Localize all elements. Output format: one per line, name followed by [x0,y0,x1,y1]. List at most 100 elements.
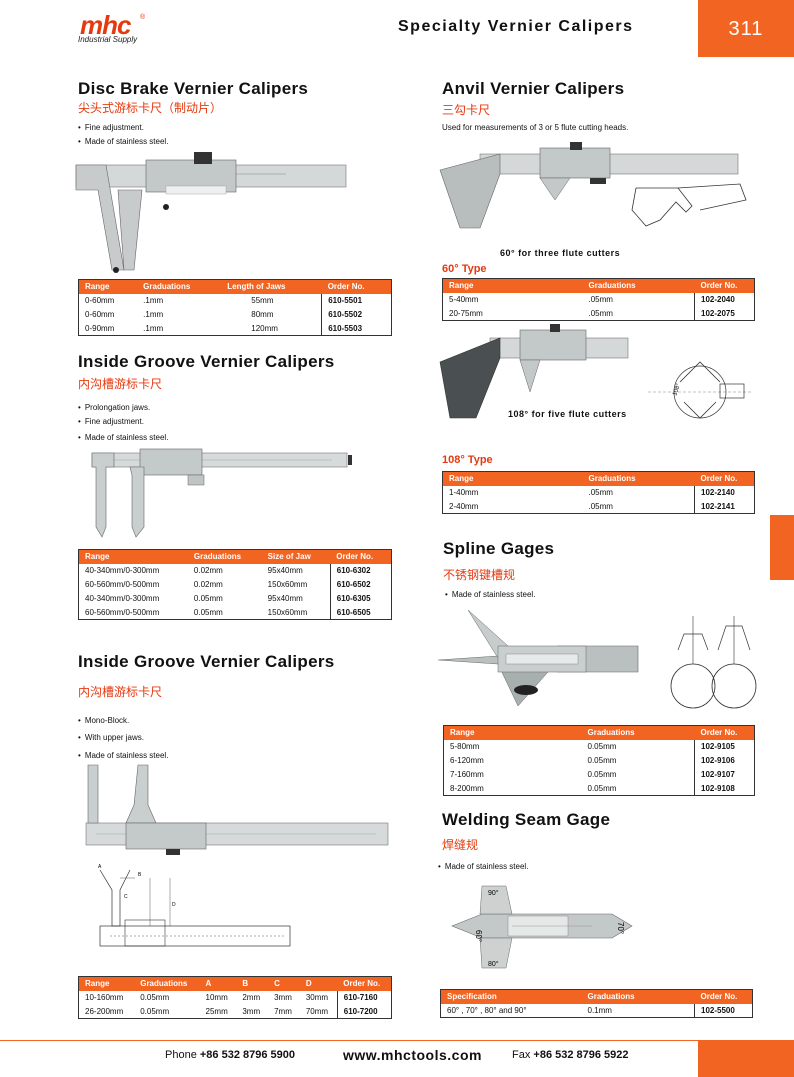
cell-b: 2mm [242,993,261,1002]
brand-logo: mhc [80,10,131,40]
welding-bullet: Made of stainless steel. [438,862,529,871]
column-header: Graduations [134,976,200,991]
anvil-60-caliper-illustration [439,142,747,229]
cell-order-no: 102-5500 [694,1003,753,1018]
page-number: 311 [728,18,764,40]
cell-graduation: .1mm [143,323,164,333]
disc-brake-spec-table: Range Graduations Length of Jaws Order N… [78,279,392,336]
cell-graduation: 0.05mm [193,607,223,617]
fax-number: +86 532 8796 5922 [533,1049,629,1061]
footer-phone: Phone +86 532 8796 5900 [165,1049,295,1061]
disc-brake-caliper-illustration [75,152,347,273]
anvil-108-spec-table: Range Graduations Order No. 1-40mm .05mm… [442,471,755,514]
cell-graduation: .05mm [588,501,613,511]
cell-jaw-length: 80mm [251,310,274,319]
cell-graduation: 0.1mm [587,1005,612,1015]
table-row: 60-560mm/0-500mm 0.02mm 150x60mm 610-650… [79,577,392,592]
footer-divider [0,1040,700,1041]
cell-order-no: 102-9105 [694,739,755,754]
cell-range: 10-160mm [85,993,124,1002]
cell-graduation: .1mm [143,310,164,319]
cell-range: 2-40mm [449,501,479,511]
cell-range: 60-560mm/0-500mm [85,607,160,617]
table-row: 26-200mm 0.05mm 25mm 3mm 7mm 70mm 610-72… [79,1004,392,1019]
brand-subtitle: Industrial Supply [78,35,138,44]
table-row: 5-80mm 0.05mm 102-9105 [444,739,755,754]
cell-graduation: .05mm [588,295,613,304]
inside-groove-2-bullet: Mono-Block. [78,716,129,725]
gauge-label-70: 70° [616,922,625,934]
cell-order-no: 102-2040 [694,292,755,307]
inside-groove-spec-table: Range Graduations Size of Jaw Order No. … [78,549,392,620]
cell-order-no: 102-2141 [694,499,755,514]
table-row: 20-75mm .05mm 102-2075 [443,306,755,321]
column-header: Range [78,976,135,991]
disc-brake-title-cn: 尖头式游标卡尺（制动片） [78,101,223,115]
cell-order-no: 102-2075 [694,306,755,321]
cell-jaw-size: 150x60mm [267,607,308,617]
inside-groove-bullet: Prolongation jaws. [78,403,150,412]
anvil-60-spec-table: Range Graduations Order No. 5-40mm .05mm… [442,278,755,321]
table-row: 6-120mm 0.05mm 102-9106 [444,753,755,768]
cell-graduation: 0.05mm [140,1006,170,1016]
cell-range: 40-340mm/0-300mm [85,566,160,575]
registered-mark: ® [140,14,146,21]
anvil-108-caliper-illustration: 108° [439,324,752,419]
column-header: C [268,976,300,991]
column-header: Order No. [337,976,392,991]
cell-order-no: 610-7200 [336,1004,392,1019]
gauge-label-80: 80° [488,960,499,968]
cell-graduation: 0.02mm [193,566,223,575]
column-header: Order No. [321,279,392,294]
cell-jaw-size: 150x60mm [267,580,308,589]
welding-spec-table: Specification Graduations Order No. 60° … [440,989,753,1018]
column-header: Range [442,471,583,486]
cell-graduation: 0.05mm [193,594,223,603]
cell-jaw-size: 95x40mm [267,594,303,603]
page-number-box [698,0,794,57]
disc-brake-bullet: Fine adjustment. [78,123,144,132]
cell-graduation: 0.05mm [587,742,617,751]
inside-groove-2-bullet: Made of stainless steel. [78,751,169,760]
spline-title-cn: 不锈钢键槽规 [443,568,516,582]
anvil-60-caption: 60° for three flute cutters [500,248,621,258]
column-header: D [299,976,338,991]
side-index-tab [770,515,794,580]
table-row: 0-60mm .1mm 55mm 610-5501 [79,293,392,308]
table-row: 8-200mm 0.05mm 102-9108 [444,781,755,796]
anvil-60-type-label: 60° Type [442,263,487,275]
column-header: Graduations [582,471,695,486]
mono-block-spec-table: Range Graduations A B C D Order No. 10-1… [78,976,392,1019]
cell-range: 60-560mm/0-500mm [85,580,160,589]
phone-label: Phone [165,1049,200,1061]
cell-order-no: 610-6502 [329,577,392,592]
table-row: 0-60mm .1mm 80mm 610-5502 [79,307,392,322]
cell-range: 8-200mm [450,783,484,793]
anvil-108-caption: 108° for five flute cutters [508,409,627,419]
footer-website-link[interactable]: www.mhctools.com [343,1047,482,1063]
cell-range: 26-200mm [85,1006,124,1016]
column-header: Range [78,549,188,564]
cell-b: 3mm [242,1006,261,1016]
label-d: D [172,902,176,908]
inside-groove-2-bullet: With upper jaws. [78,733,144,742]
cell-range: 7-160mm [450,770,484,779]
inside-groove-2-title: Inside Groove Vernier Calipers [78,652,335,671]
cell-range: 20-75mm [449,308,483,318]
cell-d: 70mm [305,1006,329,1016]
diagram-angle-label: 108° [672,382,682,396]
column-header: Order No. [694,989,753,1004]
cell-order-no: 610-6302 [329,563,392,578]
cell-c: 7mm [274,1006,292,1016]
spline-gage-illustration [437,609,757,709]
label-c: C [124,894,128,900]
anvil-108-type-label: 108° Type [442,454,493,466]
cell-range: 0-90mm [85,323,115,333]
cell-order-no: 102-9107 [694,767,755,782]
table-row: 40-340mm/0-300mm 0.02mm 95x40mm 610-6302 [79,563,392,578]
cell-graduation: 0.05mm [587,770,617,779]
dimension-diagram: A B C D [98,864,291,947]
disc-brake-bullet: Made of stainless steel. [78,137,169,146]
column-header: Graduations [581,725,695,740]
phone-number: +86 532 8796 5900 [199,1049,295,1061]
